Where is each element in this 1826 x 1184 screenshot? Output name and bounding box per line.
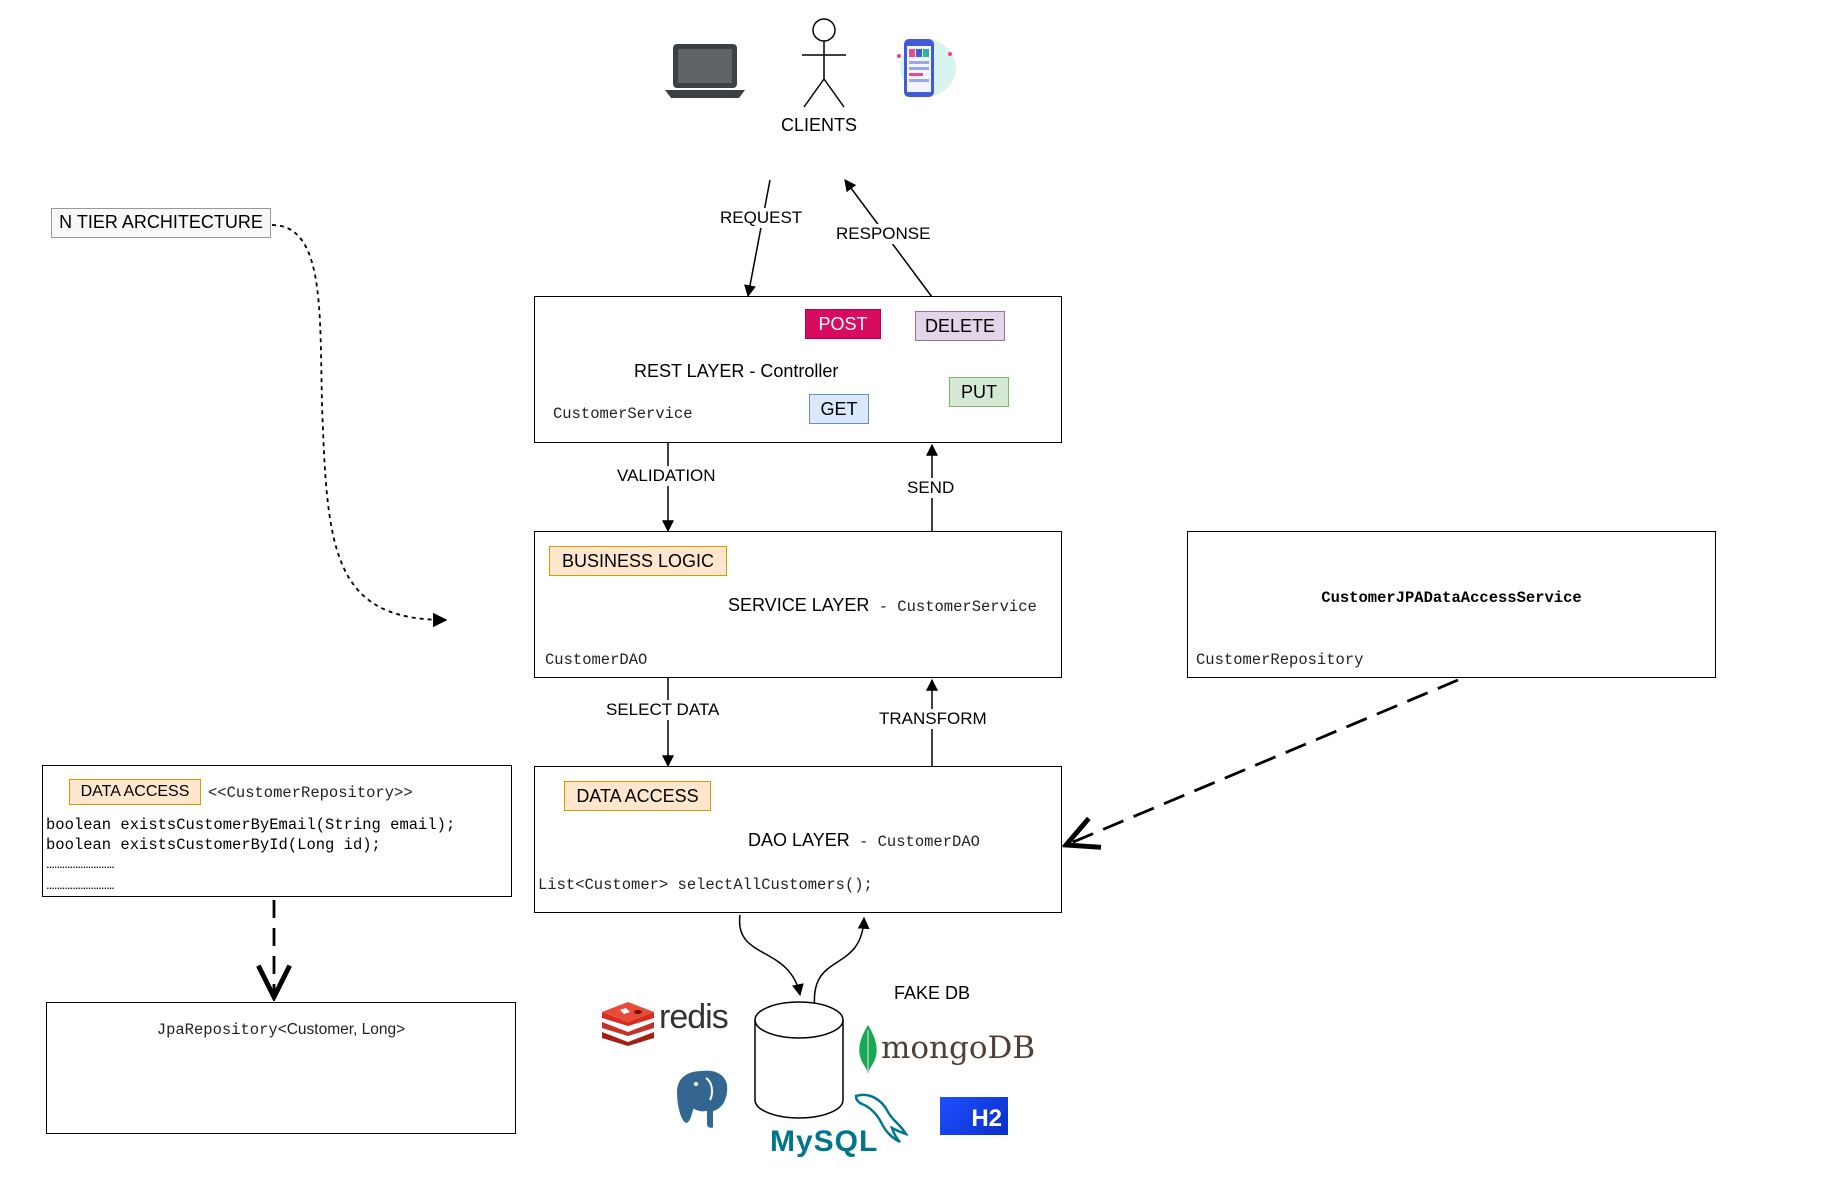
laptop-icon [665,44,745,98]
rest-layer-title: REST LAYER - Controller [634,361,838,382]
jpa-repository-title: JpaRepository<Customer, Long> [47,1021,515,1039]
jpa-repository-generic: <Customer, Long> [277,1021,406,1038]
repository-data-access-tag: DATA ACCESS [69,779,201,805]
repository-method-1: boolean existsCustomerByEmail(String ema… [46,816,456,834]
mysql-logo-text: MySQL [770,1125,878,1159]
h2-logo-icon: H2 [940,1097,1008,1135]
request-label: REQUEST [718,208,805,228]
mobile-app-icon [897,39,956,97]
dao-layer-box: DATA ACCESS DAO LAYER - CustomerDAO List… [534,766,1062,913]
jpa-repository-box: JpaRepository<Customer, Long> [46,1002,516,1134]
database-cylinder-icon [754,1001,844,1119]
service-layer-subtitle: - CustomerService [869,598,1037,616]
post-method-badge: POST [805,309,881,339]
clients-label: CLIENTS [781,115,858,135]
repository-method-2: boolean existsCustomerById(Long id); [46,836,381,854]
send-label: SEND [905,478,957,498]
customer-repository-box: DATA ACCESS <<CustomerRepository>> boole… [42,765,512,897]
service-layer-box: BUSINESS LOGIC SERVICE LAYER - CustomerS… [534,531,1062,678]
dao-to-db-arrow [738,914,804,997]
business-logic-tag: BUSINESS LOGIC [549,546,727,576]
rest-layer-subtitle: - Controller [744,361,839,381]
service-layer-dependency: CustomerDAO [545,651,648,669]
jpa-data-access-service-title: CustomerJPADataAccessService [1321,589,1582,607]
redis-logo-text: redis [659,998,729,1036]
fake-db-label: FAKE DB [894,983,971,1003]
rest-layer-box: POST DELETE REST LAYER - Controller PUT … [534,296,1062,443]
stick-figure-icon [802,18,846,108]
jpa-implements-arrow [1066,678,1459,845]
transform-label: TRANSFORM [877,709,989,729]
mongodb-logo-text: mongoDB [881,1030,1036,1066]
get-method-badge: GET [809,394,869,424]
repository-ellipsis-2: .......................... [46,877,115,892]
rest-layer-name: REST LAYER [634,361,745,381]
dao-layer-subtitle: - CustomerDAO [849,833,980,851]
h2-logo-text: H2 [971,1105,1002,1132]
dao-layer-name: DAO LAYER [748,830,850,850]
db-to-dao-arrow [813,916,870,1011]
mysql-logo-wordmark: MySQL [770,1125,879,1158]
dao-data-access-tag: DATA ACCESS [564,781,711,811]
redis-logo-icon [602,1002,654,1046]
postgresql-logo-icon [674,1068,730,1130]
jpa-service-dependency: CustomerRepository [1196,651,1364,669]
repository-ellipsis-1: .......................... [46,856,115,871]
mysql-logo-icon [854,1093,908,1144]
jpa-data-access-service-box: CustomerJPADataAccessService CustomerRep… [1187,531,1716,678]
dao-layer-method: List<Customer> selectAllCustomers(); [538,876,873,894]
rest-layer-dependency: CustomerService [553,405,693,423]
n-tier-architecture-note: N TIER ARCHITECTURE [51,208,271,238]
dao-layer-title: DAO LAYER - CustomerDAO [748,830,980,851]
request-arrow [744,179,771,298]
service-layer-title: SERVICE LAYER - CustomerService [728,595,1037,616]
response-label: RESPONSE [834,224,933,244]
delete-method-badge: DELETE [915,311,1005,341]
validation-label: VALIDATION [615,466,718,486]
jpa-repository-prefix: JpaRepository [156,1021,278,1039]
put-method-badge: PUT [949,377,1009,407]
select-data-label: SELECT DATA [604,700,722,720]
mongodb-logo-icon [859,1025,877,1073]
service-layer-name: SERVICE LAYER [728,595,870,615]
n-tier-dotted-arrow [271,224,448,628]
repository-stereotype: <<CustomerRepository>> [208,784,413,802]
